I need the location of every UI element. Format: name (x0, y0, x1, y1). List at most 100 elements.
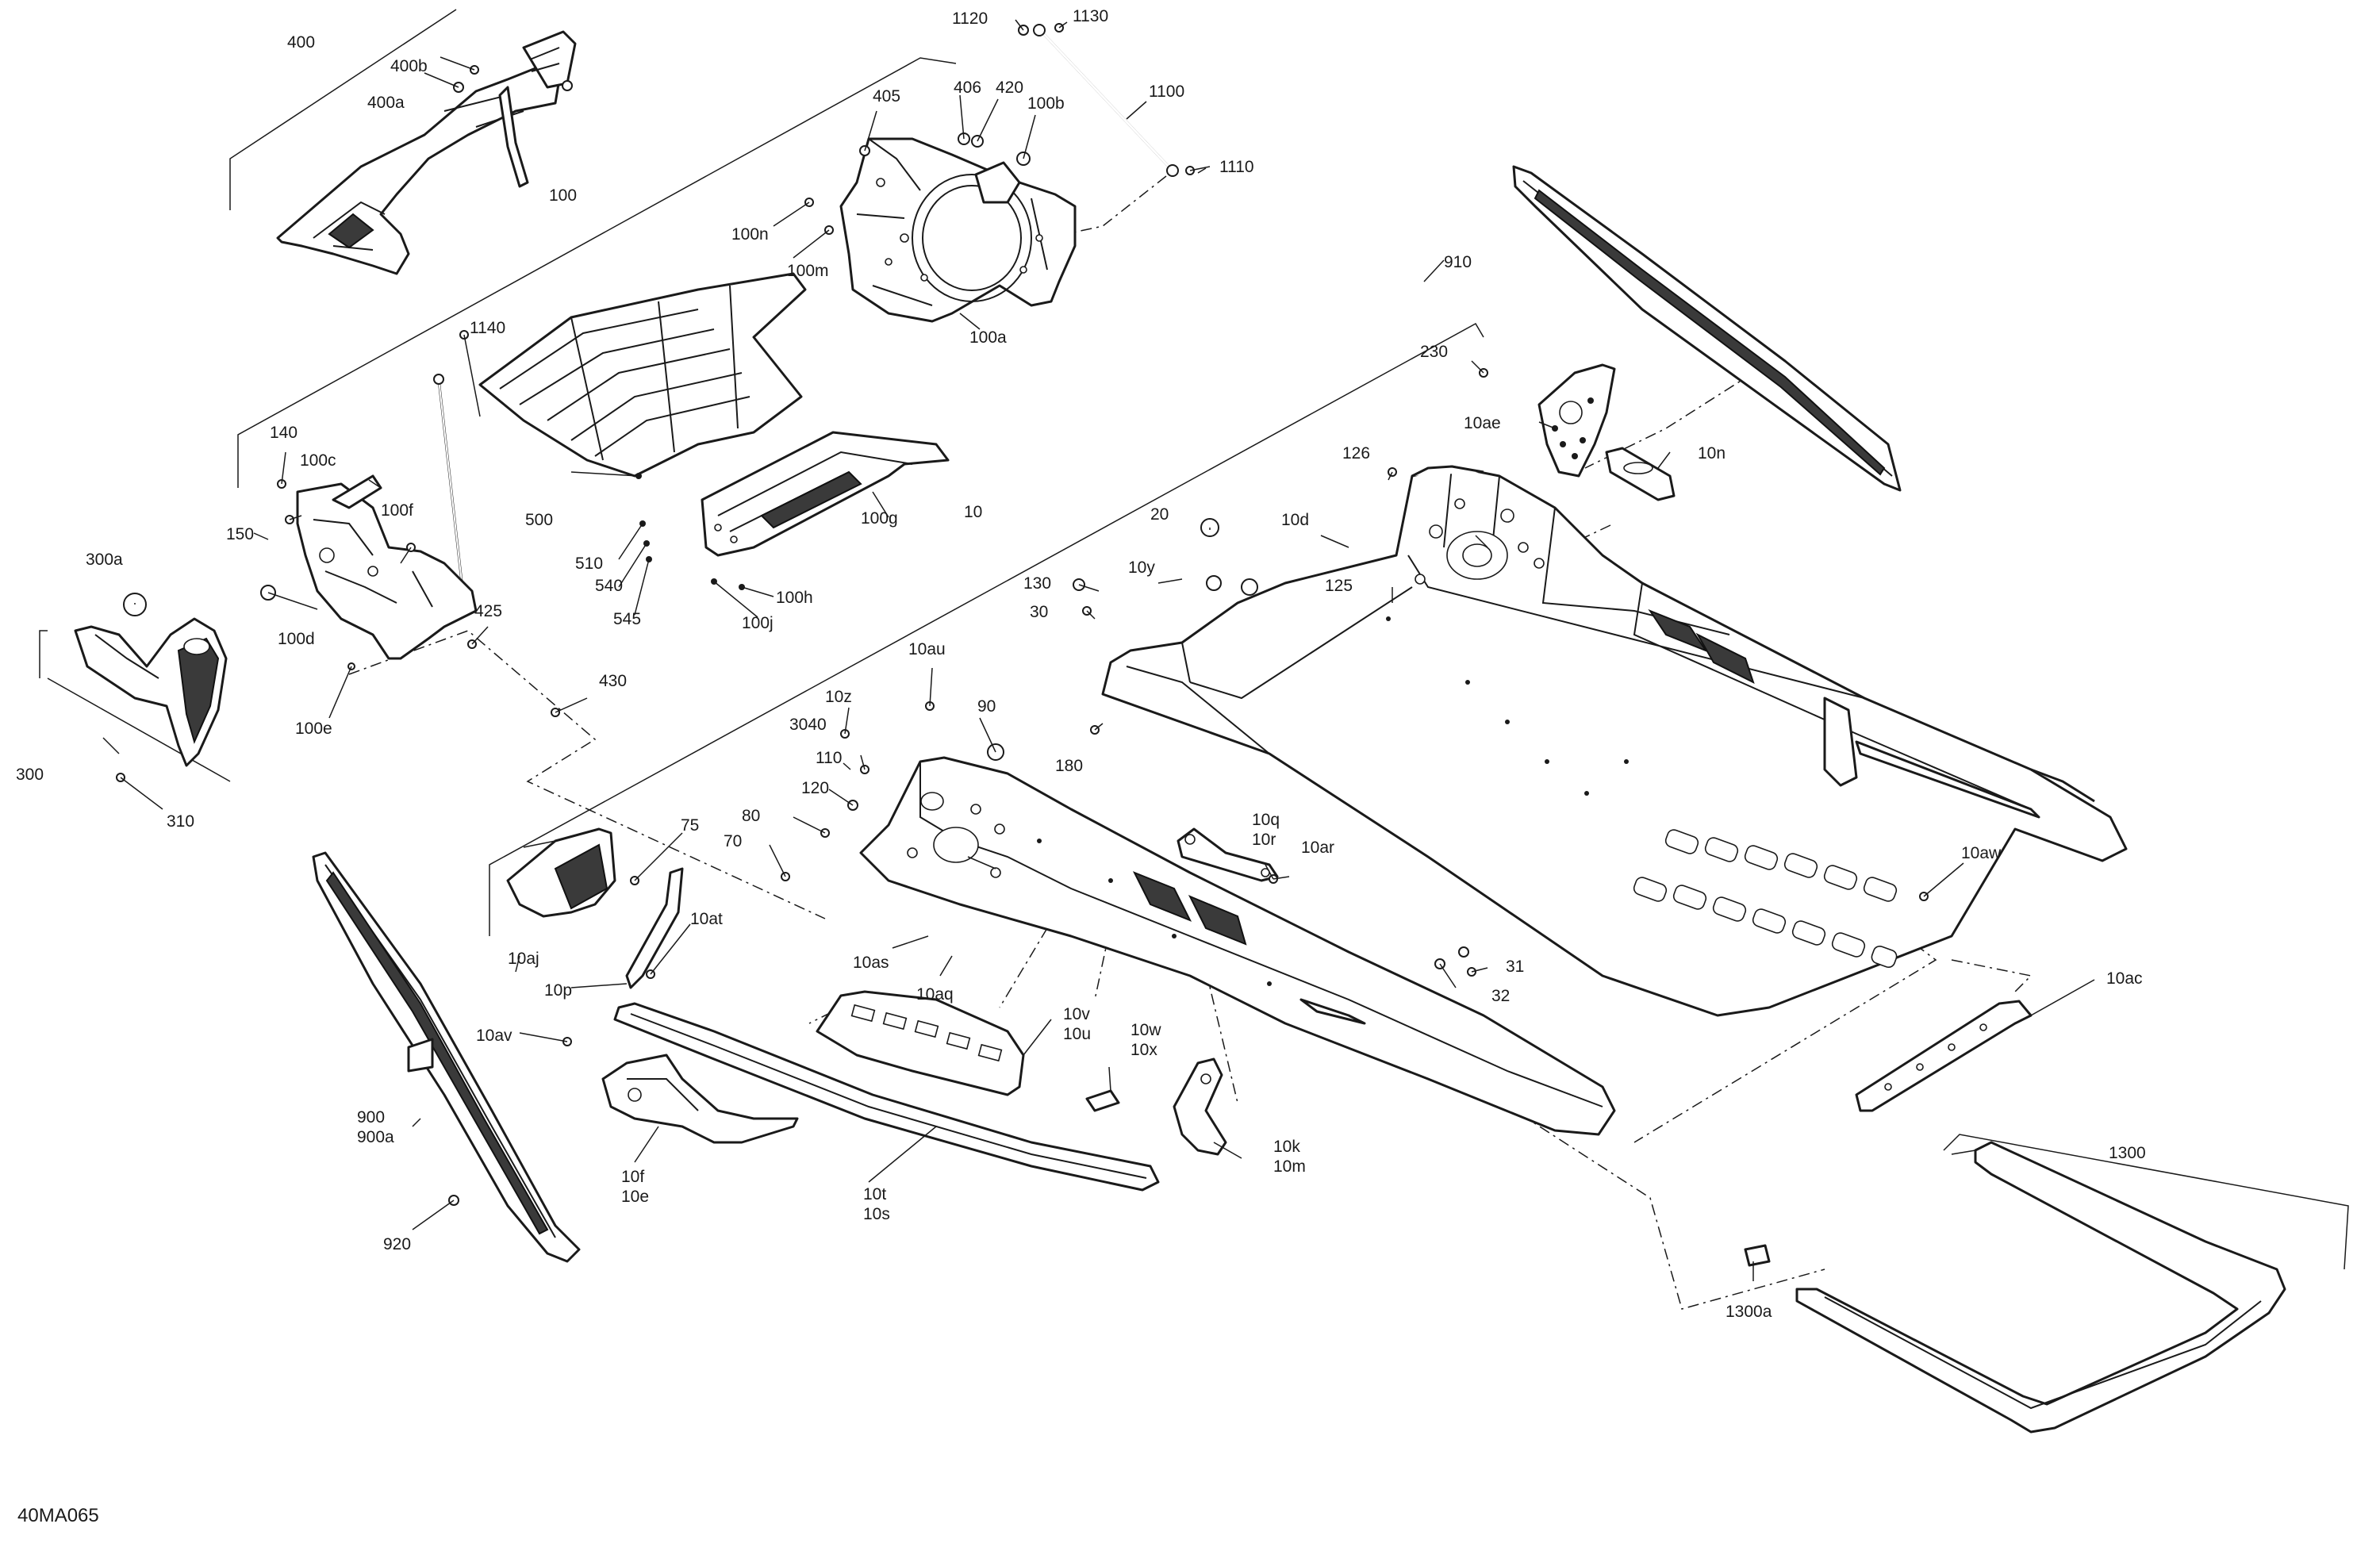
callout-10v: 10v (1063, 1005, 1090, 1023)
callout-425: 425 (474, 602, 502, 620)
part-10-tunnel (1073, 465, 2128, 1017)
callout-10d: 10d (1281, 511, 1309, 529)
callout-100m: 100m (787, 262, 829, 280)
callout-420: 420 (996, 79, 1023, 97)
callout-32: 32 (1491, 987, 1510, 1005)
callout-1120: 1120 (952, 10, 988, 28)
callout-126: 126 (1342, 444, 1370, 463)
callout-10ar: 10ar (1301, 839, 1334, 857)
callout-400: 400 (287, 33, 315, 52)
callout-10f: 10f (621, 1168, 644, 1186)
callout-400b: 400b (390, 57, 428, 75)
part-900-strip (312, 851, 581, 1263)
callout-1140: 1140 (470, 319, 505, 337)
callout-100: 100 (549, 186, 577, 205)
callout-10t: 10t (863, 1185, 886, 1203)
callout-300: 300 (16, 766, 44, 784)
callout-430: 430 (599, 672, 627, 690)
callout-10q: 10q (1252, 811, 1280, 829)
callout-900a: 900a (357, 1128, 394, 1146)
callout-120: 120 (801, 779, 829, 797)
tunnel-floor-cutouts (1633, 829, 1898, 969)
callout-10e: 10e (621, 1188, 649, 1206)
part-910-rail (1512, 165, 1902, 492)
callout-10as: 10as (853, 954, 889, 972)
callout-920: 920 (383, 1235, 411, 1253)
callout-910: 910 (1444, 253, 1472, 271)
part-10n-plate (1605, 447, 1676, 501)
part-10k-bracket (1173, 1057, 1227, 1156)
part-10ae-bracket (1479, 363, 1616, 478)
part-1140-rod (433, 330, 469, 604)
callout-30: 30 (1030, 603, 1048, 621)
callout-125: 125 (1325, 577, 1353, 595)
callout-405: 405 (873, 87, 900, 106)
callout-100b: 100b (1027, 94, 1065, 113)
callout-310: 310 (167, 812, 194, 831)
callout-1300a: 1300a (1726, 1303, 1772, 1321)
callout-130: 130 (1023, 574, 1051, 593)
part-1100-rod (1018, 23, 1195, 177)
callout-10: 10 (964, 503, 982, 521)
callout-leaders (102, 19, 2095, 1281)
callout-100e: 100e (295, 720, 332, 738)
callout-10aq: 10aq (916, 985, 954, 1004)
callout-1110: 1110 (1219, 158, 1254, 176)
callout-1100: 1100 (1149, 83, 1184, 101)
callout-10at: 10at (690, 910, 723, 928)
callout-300a: 300a (86, 551, 123, 569)
part-400-support (276, 30, 577, 275)
callout-100g: 100g (861, 509, 898, 528)
part-10-rear-rail (1411, 465, 2095, 803)
callout-70: 70 (724, 832, 742, 850)
callout-10y: 10y (1128, 558, 1155, 577)
callout-31: 31 (1506, 958, 1524, 976)
callout-3040: 3040 (789, 716, 827, 734)
part-10aq-grid (562, 990, 1025, 1096)
callout-75: 75 (681, 816, 699, 835)
callout-80: 80 (742, 807, 760, 825)
callout-100a: 100a (969, 328, 1007, 347)
part-1300-bumper (1744, 1141, 2286, 1434)
part-10q-bracket (1177, 827, 1279, 884)
part-300-bracket (74, 593, 228, 782)
callout-100h: 100h (776, 589, 813, 607)
callout-10av: 10av (476, 1027, 512, 1045)
part-10w-plate (1085, 1089, 1120, 1112)
callout-10aw: 10aw (1961, 844, 2002, 862)
part-10t-strip (613, 1002, 1160, 1192)
callout-900: 900 (357, 1108, 385, 1127)
callout-10k: 10k (1273, 1138, 1300, 1156)
callout-230: 230 (1420, 343, 1448, 361)
part-10aj-guard (506, 827, 639, 918)
callout-100j: 100j (742, 614, 774, 632)
callout-540: 540 (595, 577, 623, 595)
callout-400a: 400a (367, 94, 405, 112)
callout-100d: 100d (278, 630, 315, 648)
callout-545: 545 (613, 610, 641, 628)
callout-500: 500 (525, 511, 553, 529)
part-10au-front-section (781, 701, 1616, 1136)
part-10f-bracket (601, 1054, 799, 1144)
callout-10ac: 10ac (2106, 969, 2143, 988)
callout-10s: 10s (863, 1205, 890, 1223)
callout-10ae: 10ae (1464, 414, 1501, 432)
callout-110: 110 (816, 749, 842, 767)
callout-labels: 400 400b 400a 1120 1130 1100 1110 405 40… (16, 7, 2146, 1321)
callout-180: 180 (1055, 757, 1083, 775)
callout-140: 140 (270, 424, 298, 442)
part-100g-panel (701, 431, 950, 590)
group-brackets (39, 9, 2349, 1270)
callout-100n: 100n (731, 225, 769, 244)
callout-10w: 10w (1130, 1021, 1161, 1039)
drawing-code: 40MA065 (17, 1505, 99, 1526)
callout-10aj: 10aj (508, 950, 539, 968)
part-10p-bracket (625, 867, 684, 989)
callout-406: 406 (954, 79, 981, 97)
callout-90: 90 (977, 697, 996, 716)
callout-10z: 10z (825, 688, 852, 706)
callout-10r: 10r (1252, 831, 1276, 849)
callout-20: 20 (1150, 505, 1169, 524)
callout-100c: 100c (300, 451, 336, 470)
